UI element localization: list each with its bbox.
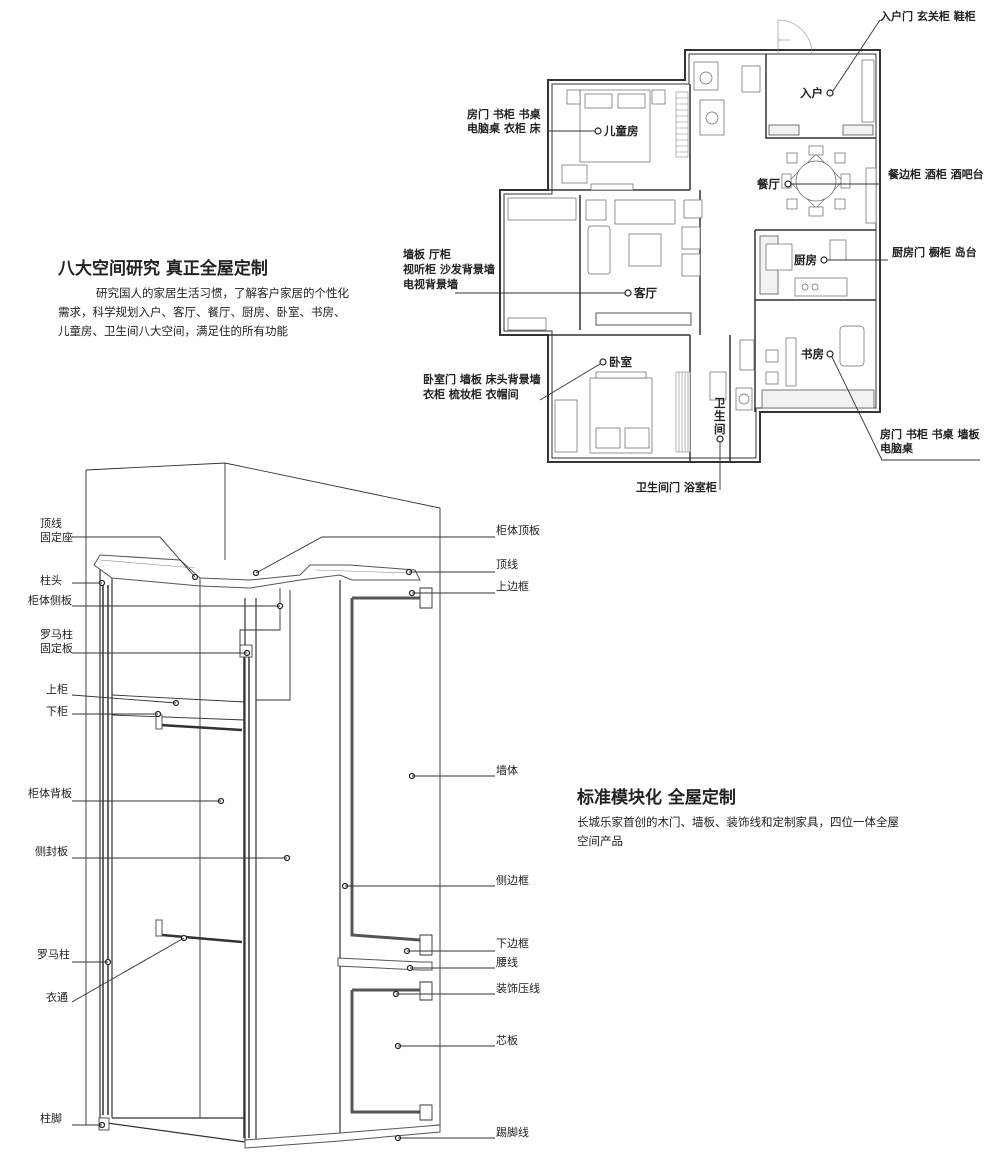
svg-text:厨房: 厨房	[794, 253, 817, 267]
svg-text:电脑桌: 电脑桌	[880, 441, 914, 455]
svg-text:固定板: 固定板	[40, 641, 73, 655]
svg-text:房门 书柜 书桌 墙板: 房门 书柜 书桌 墙板	[880, 427, 980, 441]
callout-entry: 入户门 玄关柜 鞋柜	[880, 9, 976, 23]
section-modular-title: 标准模块化 全屋定制	[577, 787, 736, 808]
study-desk	[785, 337, 797, 387]
svg-text:房门 书柜 书桌: 房门 书柜 书桌	[467, 107, 542, 121]
cabinet-illustration: 顶线 固定座 柱头 柜体侧板 罗马柱 固定板 上柜 下柜 柜体背板 侧封板 罗马…	[28, 462, 540, 1149]
label-waist-line: 腰线	[496, 955, 518, 969]
label-pillar-foot: 柱脚	[40, 1111, 62, 1125]
svg-text:视听柜 沙发背景墙: 视听柜 沙发背景墙	[403, 262, 495, 276]
label-upper-cabinet: 上柜	[46, 683, 68, 696]
callout-bath: 卫生间门 浴室柜	[636, 480, 717, 494]
svg-text:儿童房: 儿童房	[603, 124, 639, 138]
living-tv-cabinet	[595, 312, 692, 326]
section-modular: 标准模块化 全屋定制 长城乐家首创的木门、墙板、装饰线和定制家具，四位一体全屋 …	[577, 787, 899, 848]
label-kick: 踢脚线	[496, 1125, 529, 1139]
label-lower-frame: 下边框	[496, 937, 529, 950]
svg-text:固定座: 固定座	[40, 530, 73, 544]
room-label-study: 书房	[801, 347, 834, 361]
room-label-entry: 入户	[800, 86, 834, 100]
label-back-panel: 柜体背板	[28, 786, 72, 800]
label-trim: 装饰压线	[496, 981, 540, 995]
callout-kids: 房门 书柜 书桌 电脑桌 衣柜 床	[467, 107, 542, 135]
label-top-line: 顶线	[496, 557, 518, 571]
label-core-panel: 芯板	[496, 1033, 518, 1047]
clothes-rail-lower	[161, 933, 243, 944]
label-roman-column: 罗马柱	[37, 947, 70, 961]
kick-board	[244, 1124, 441, 1149]
wardrobe-left-body	[99, 565, 257, 1143]
room-label-living: 客厅	[624, 286, 657, 300]
wall-panel-right	[244, 580, 441, 1143]
svg-text:餐厅: 餐厅	[756, 177, 780, 191]
section-spaces-body-3: 儿童房、卫生间八大空间，满足住的所有功能	[58, 324, 288, 338]
svg-text:卫: 卫	[714, 396, 726, 410]
callout-bedroom: 卧室门 墙板 床头背景墙 衣柜 梳妆柜 衣帽间	[423, 372, 541, 401]
label-clothes-rail: 衣通	[46, 990, 68, 1004]
entry-door-arc	[777, 19, 813, 55]
svg-text:书房: 书房	[801, 347, 824, 361]
room-label-bedroom: 卧室	[599, 355, 632, 369]
svg-text:罗马柱: 罗马柱	[40, 627, 73, 641]
label-upper-frame: 上边框	[496, 580, 529, 593]
section-spaces-title: 八大空间研究 真正全屋定制	[58, 258, 268, 279]
floor-plan: 入户 儿童房 餐厅 厨房 客厅 卧室 书房 卫 生 间	[403, 9, 984, 494]
room-label-kitchen: 厨房	[794, 253, 828, 267]
svg-text:客厅: 客厅	[633, 286, 657, 300]
upper-frame	[350, 596, 421, 942]
callout-kitchen: 厨房门 橱柜 岛台	[892, 245, 977, 259]
svg-text:电脑桌 衣柜 床: 电脑桌 衣柜 床	[467, 121, 542, 135]
svg-text:衣柜 梳妆柜 衣帽间: 衣柜 梳妆柜 衣帽间	[423, 387, 519, 401]
section-modular-body-1: 长城乐家首创的木门、墙板、装饰线和定制家具，四位一体全屋	[577, 815, 899, 829]
label-wall: 墙体	[496, 763, 518, 777]
label-pillar-head: 柱头	[40, 573, 62, 587]
dining-table	[781, 145, 851, 217]
callout-study: 房门 书柜 书桌 墙板 电脑桌	[880, 427, 980, 455]
svg-text:顶线: 顶线	[40, 516, 62, 530]
svg-text:卧室门 墙板 床头背景墙: 卧室门 墙板 床头背景墙	[423, 372, 541, 386]
callout-dining: 餐边柜 酒柜 酒吧台	[887, 167, 984, 181]
label-top-panel: 柜体顶板	[496, 523, 540, 537]
svg-text:卧室: 卧室	[609, 355, 632, 369]
svg-text:墙板 厅柜: 墙板 厅柜	[403, 247, 451, 261]
label-lower-cabinet: 下柜	[46, 705, 68, 718]
label-side-frame: 侧边框	[496, 874, 529, 887]
label-seal-panel: 侧封板	[35, 844, 68, 858]
section-modular-body-2: 空间产品	[577, 834, 623, 848]
floor-plan-outer-wall	[499, 49, 881, 463]
cabinet-back-wall	[85, 462, 441, 1125]
section-spaces: 八大空间研究 真正全屋定制 研究国人的家居生活习惯，了解客户家居的个性化 需求，…	[58, 258, 349, 338]
wardrobe-crown	[93, 554, 421, 589]
label-top-line-seat: 顶线 固定座	[40, 516, 73, 544]
kids-desk	[561, 164, 588, 184]
svg-text:入户: 入户	[800, 86, 823, 100]
callout-living: 墙板 厅柜 视听柜 沙发背景墙 电视背景墙	[403, 247, 495, 291]
clothes-rail-upper	[159, 723, 243, 732]
section-spaces-body-1: 研究国人的家居生活习惯，了解客户家居的个性化	[96, 286, 349, 300]
svg-text:电视背景墙: 电视背景墙	[403, 277, 458, 291]
section-spaces-body-2: 需求，科学规划入户、客厅、餐厅、厨房、卧室、书房、	[58, 305, 346, 319]
lower-frame	[350, 988, 420, 1114]
svg-text:生: 生	[714, 409, 726, 423]
label-roman-seat: 罗马柱 固定板	[40, 627, 73, 655]
living-coffee-table	[628, 233, 662, 267]
svg-text:间: 间	[714, 422, 726, 436]
label-side-panel: 柜体侧板	[28, 593, 72, 607]
entry-cabinet	[768, 124, 800, 136]
room-label-bath: 卫 生 间	[714, 396, 726, 443]
